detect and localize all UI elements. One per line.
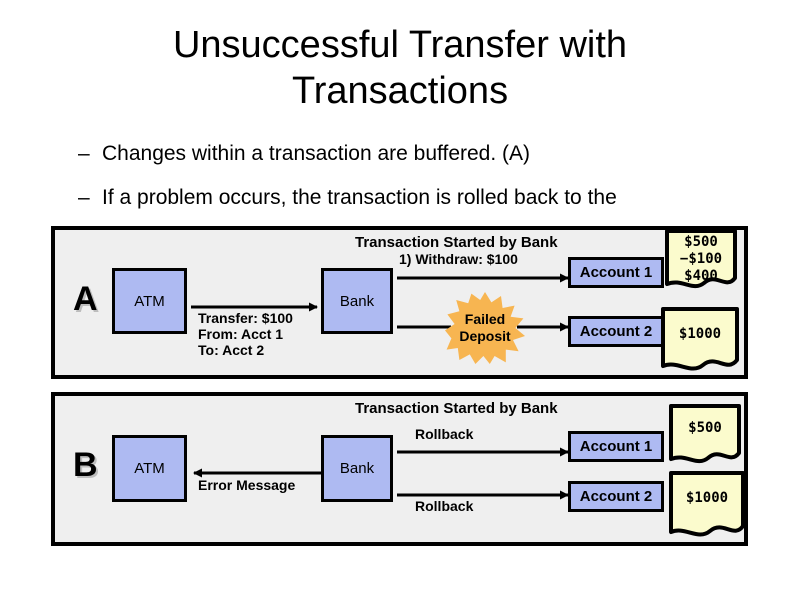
panel-b-letter: B [73, 446, 98, 484]
bullet-text-1: Changes within a transaction are buffere… [102, 142, 531, 165]
starburst-icon [445, 292, 525, 364]
page-title-line-1: Unsuccessful Transfer with [172, 24, 628, 66]
balance-note-account-2-b: $1000 [668, 470, 746, 544]
bullet-list: –Changes within a transaction are buffer… [78, 142, 778, 230]
label-transfer-line-2: From: Acct 1 [198, 326, 284, 342]
failed-deposit-line-2: Deposit [459, 328, 511, 344]
panel-b-header: Transaction Started by Bank [355, 400, 558, 417]
page-title-line-2: Transactions [291, 70, 509, 112]
failed-deposit-starburst: Failed Deposit [445, 292, 525, 364]
bullet-item-1: –Changes within a transaction are buffer… [78, 142, 778, 166]
balance-note-account-1-a: $500 −$100 $400 [664, 228, 738, 294]
node-account-2-b[interactable]: Account 2 [568, 481, 664, 512]
note-line-1: $1000 [678, 326, 722, 342]
label-error-message: Error Message [198, 477, 296, 493]
label-rollback-2: Rollback [415, 498, 474, 514]
bullet-item-2: –If a problem occurs, the transaction is… [78, 186, 778, 210]
label-withdraw-step: 1) Withdraw: $100 [399, 251, 518, 267]
label-transfer-detail: Transfer: $100 From: Acct 1 To: Acct 2 [198, 310, 293, 358]
note-line-1: $500 [688, 420, 722, 436]
note-paper-shape [669, 471, 745, 537]
diagram-panel-a: A Transaction Started by Bank ATM Bank A… [51, 226, 748, 379]
node-bank-b[interactable]: Bank [321, 435, 393, 502]
bullet-text-2: If a problem occurs, the transaction is … [102, 186, 559, 209]
note-paper-shape [661, 307, 739, 371]
node-atm-a[interactable]: ATM [112, 268, 187, 334]
balance-note-account-2-a: $1000 [660, 306, 740, 378]
note-paper-shape [665, 229, 737, 289]
bullet-text-2-tail: to the [558, 186, 617, 209]
node-account-1-a[interactable]: Account 1 [568, 257, 664, 288]
note-paper-shape [669, 404, 741, 464]
failed-deposit-line-1: Failed [464, 311, 506, 327]
diagram-panel-b: B Transaction Started by Bank ATM Bank A… [51, 392, 748, 546]
balance-note-account-1-a-text: $500 −$100 $400 [664, 234, 738, 285]
note-line-2: −$100 [679, 251, 723, 267]
node-atm-b[interactable]: ATM [112, 435, 187, 502]
note-line-1: $500 [684, 234, 718, 250]
balance-note-account-2-a-text: $1000 [660, 326, 740, 343]
failed-deposit-text: Failed Deposit [445, 292, 525, 364]
label-rollback-1: Rollback [415, 426, 474, 442]
panel-a-header: Transaction Started by Bank [355, 234, 558, 251]
balance-note-account-2-b-text: $1000 [668, 490, 746, 507]
page-title: Unsuccessful Transfer with Transactions [60, 22, 740, 114]
node-account-1-b[interactable]: Account 1 [568, 431, 664, 462]
note-line-1: $1000 [685, 490, 729, 506]
bullet-dash-icon: – [78, 142, 90, 165]
balance-note-account-1-b: $500 [668, 403, 742, 469]
node-account-2-a[interactable]: Account 2 [568, 316, 664, 347]
panel-a-letter: A [73, 280, 98, 318]
note-line-3: $400 [684, 268, 718, 284]
label-transfer-line-1: Transfer: $100 [198, 310, 293, 326]
node-bank-a[interactable]: Bank [321, 268, 393, 334]
balance-note-account-1-b-text: $500 [668, 420, 742, 437]
bullet-dash-icon: – [78, 186, 90, 209]
label-transfer-line-3: To: Acct 2 [198, 342, 265, 358]
